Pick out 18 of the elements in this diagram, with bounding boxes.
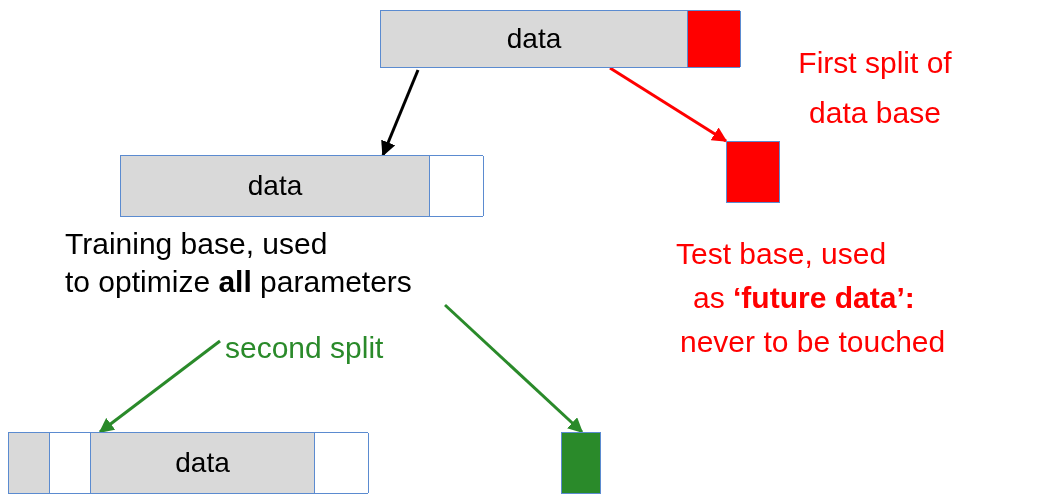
- node-caption: never to be touched: [680, 324, 947, 360]
- data-bar: [380, 10, 740, 68]
- bar-label: data: [505, 22, 563, 56]
- arrow: [443, 303, 584, 434]
- data-bar: [8, 432, 368, 494]
- data-block: [561, 432, 601, 494]
- bar-label: data: [246, 169, 304, 203]
- node-caption: Test base, used: [676, 236, 888, 272]
- annotation-text: second split: [225, 330, 385, 366]
- annotation-text: First split of data base: [797, 45, 953, 131]
- node-caption: as ‘future data’:: [693, 280, 916, 316]
- arrow: [609, 66, 728, 143]
- bar-label: data: [174, 446, 231, 480]
- node-caption: to optimize all parameters: [65, 264, 413, 300]
- arrow: [381, 69, 420, 157]
- data-block: [726, 141, 780, 203]
- arrow: [98, 339, 221, 434]
- node-caption: Training base, used: [65, 226, 329, 262]
